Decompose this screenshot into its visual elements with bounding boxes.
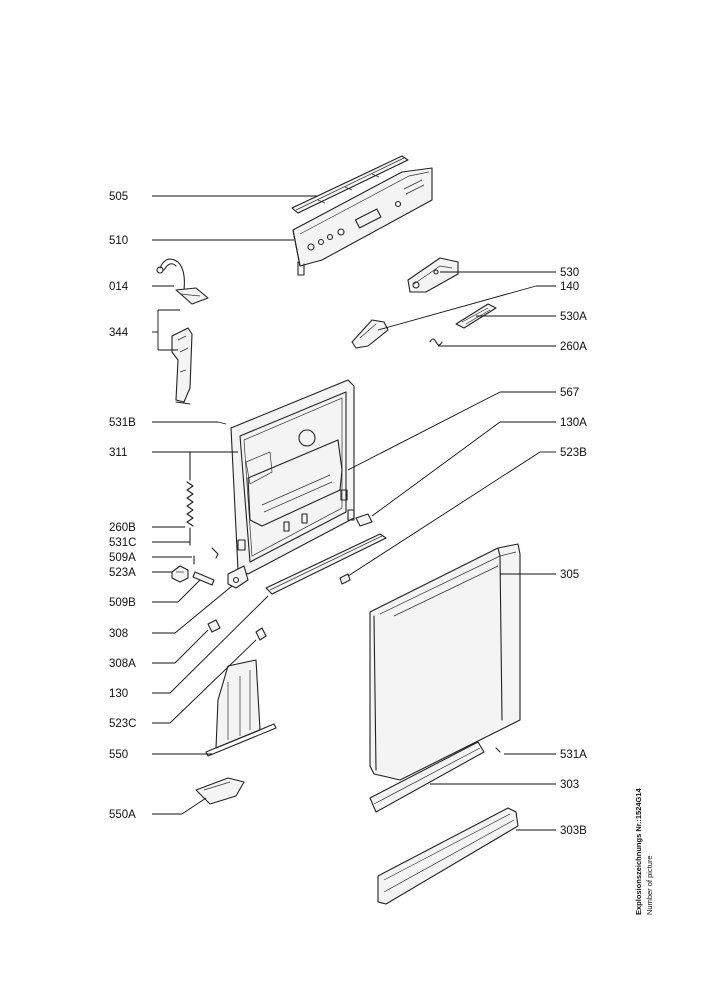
callout-260B: 260B: [109, 522, 136, 534]
part-505-top-strip: [291, 155, 409, 214]
callout-509B: 509B: [109, 597, 136, 609]
callout-509A: 509A: [109, 552, 136, 564]
part-303-strip: [369, 741, 485, 813]
part-140-hook: [351, 319, 389, 349]
part-523A-knob: [171, 565, 189, 583]
leader-lines: [152, 195, 556, 831]
part-344-hinge-bracket: [171, 327, 193, 405]
part-530-latch: [407, 257, 459, 293]
callout-308: 308: [109, 628, 128, 640]
part-130A-block: [355, 513, 373, 527]
callout-260A: 260A: [560, 341, 587, 353]
part-523C: [255, 627, 267, 641]
callout-308A: 308A: [109, 658, 136, 670]
part-303B-trim: [377, 807, 519, 905]
part-509B-link: [192, 571, 215, 586]
part-550A-bracket: [195, 777, 245, 805]
part-305-outer-door: [369, 543, 521, 781]
part-260A-spring: [429, 338, 443, 346]
callout-530A: 530A: [560, 311, 587, 323]
callout-523C: 523C: [109, 718, 137, 730]
part-531A: [495, 747, 501, 753]
part-510-control-panel: [292, 167, 433, 276]
drawing-number-label: Explosionszeichnungs Nr.:1524G14: [634, 788, 643, 915]
part-130-rail: [265, 533, 387, 595]
callout-labels-right: 530 140 530A 260A 567 130A 523B 305 531A…: [560, 267, 587, 837]
callout-531B: 531B: [109, 417, 136, 429]
callout-303B: 303B: [560, 825, 587, 837]
callout-510: 510: [109, 235, 128, 247]
callout-014: 014: [109, 281, 129, 293]
callout-344: 344: [109, 327, 129, 339]
callout-550A: 550A: [109, 809, 136, 821]
callout-305: 305: [560, 569, 579, 581]
picture-number-caption: Number of picture: [645, 855, 654, 915]
callout-523A: 523A: [109, 567, 136, 579]
part-308-hinge: [227, 565, 249, 589]
part-550-bracket: [205, 659, 277, 757]
callout-567: 567: [560, 387, 579, 399]
part-308A: [207, 619, 221, 633]
part-311-inner-door: [230, 379, 355, 575]
callout-labels-left: 505 510 014 344 531B 311 260B 531C 509A …: [109, 191, 137, 821]
callout-311: 311: [109, 447, 127, 459]
callout-130: 130: [109, 688, 128, 700]
callout-531C: 531C: [109, 537, 137, 549]
callout-140: 140: [560, 281, 579, 293]
callout-505: 505: [109, 191, 128, 203]
part-260B-spring: [186, 451, 194, 546]
callout-530: 530: [560, 267, 579, 279]
part-531C: [211, 547, 219, 559]
callout-303: 303: [560, 779, 579, 791]
part-523B: [339, 573, 351, 585]
callout-531A: 531A: [560, 749, 587, 761]
callout-523B: 523B: [560, 447, 587, 459]
callout-550: 550: [109, 749, 128, 761]
callout-130A: 130A: [560, 417, 587, 429]
part-014-cable: [156, 258, 209, 305]
